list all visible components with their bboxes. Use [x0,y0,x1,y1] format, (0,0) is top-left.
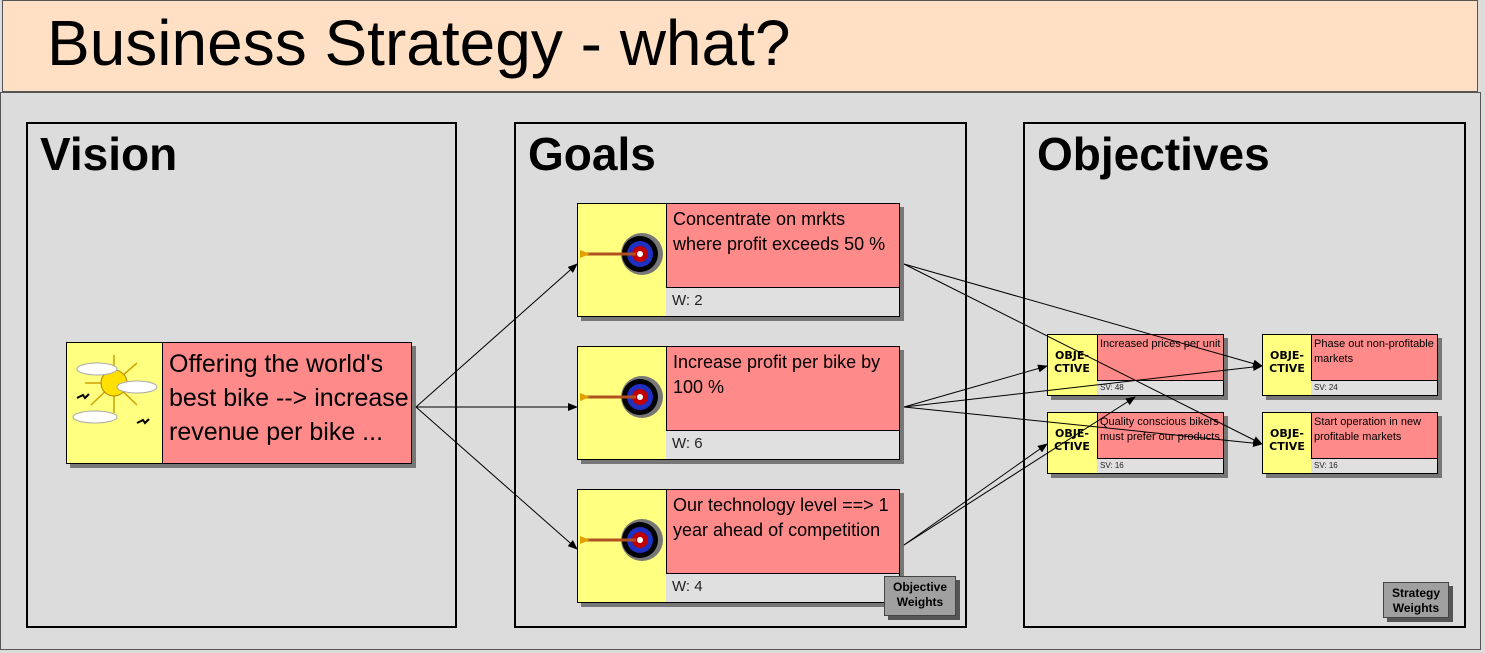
goal-node[interactable]: Increase profit per bike by 100 % W: 6 [577,346,900,460]
objective-label: OBJE-CTIVE [1269,349,1305,375]
dartboard-icon [578,204,667,316]
goal-text: Our technology level ==> 1 year ahead of… [673,495,889,540]
sun-clouds-icon [67,343,163,463]
link-goal1-obj4 [903,263,1263,445]
objective-weights-button[interactable]: Objective Weights [884,576,956,616]
objective-node[interactable]: OBJE-CTIVE Start operation in new profit… [1262,412,1438,474]
objective-node[interactable]: OBJE-CTIVE Quality conscious bikers must… [1047,412,1224,474]
objective-sv: SV: 16 [1097,458,1223,473]
objective-text: Start operation in new profitable market… [1314,416,1422,443]
objectives-title: Objectives [1037,128,1270,180]
dartboard-icon [578,490,667,602]
vision-text: Offering the world's best bike --> incre… [169,350,409,446]
diagram-frame [0,92,1481,650]
objective-label: OBJE-CTIVE [1269,427,1305,453]
link-goal3-obj2 [903,443,1048,546]
link-vision-goal3 [415,406,578,550]
goal-text: Concentrate on mrkts where profit exceed… [673,209,886,254]
link-goal2-obj1 [903,364,1048,408]
objective-node[interactable]: OBJE-CTIVE Phase out non-profitable mark… [1262,334,1438,396]
objective-text: Quality conscious bikers must prefer our… [1100,416,1220,443]
page-title: Business Strategy - what? [47,7,791,79]
objective-sv: SV: 48 [1097,380,1223,395]
goal-text: Increase profit per bike by 100 % [673,352,881,397]
vision-node[interactable]: Offering the world's best bike --> incre… [66,342,412,464]
goals-title: Goals [528,128,656,180]
goal-node[interactable]: Concentrate on mrkts where profit exceed… [577,203,900,317]
objective-sv: SV: 24 [1311,380,1437,395]
objective-weights-label: Objective Weights [892,580,948,609]
vision-title: Vision [40,128,178,180]
link-goal3-obj1 [903,396,1136,546]
title-bar: Business Strategy - what? [2,0,1478,92]
objective-text: Phase out non-profitable markets [1314,338,1434,365]
goal-node[interactable]: Our technology level ==> 1 year ahead of… [577,489,900,603]
objective-text: Increased prices per unit [1100,338,1221,350]
strategy-weights-button[interactable]: Strategy Weights [1383,582,1449,618]
goal-weight: W: 4 [666,573,899,602]
link-goal2-obj3 [903,363,1263,408]
objective-node[interactable]: OBJE-CTIVE Increased prices per unit SV:… [1047,334,1224,396]
goal-weight: W: 2 [666,287,899,316]
link-vision-goal1 [415,263,578,408]
link-goal1-obj3 [903,263,1263,368]
objective-sv: SV: 16 [1311,458,1437,473]
dartboard-icon [578,347,667,459]
strategy-weights-label: Strategy Weights [1391,586,1441,615]
link-goal2-obj4 [903,406,1263,448]
goal-weight: W: 6 [666,430,899,459]
